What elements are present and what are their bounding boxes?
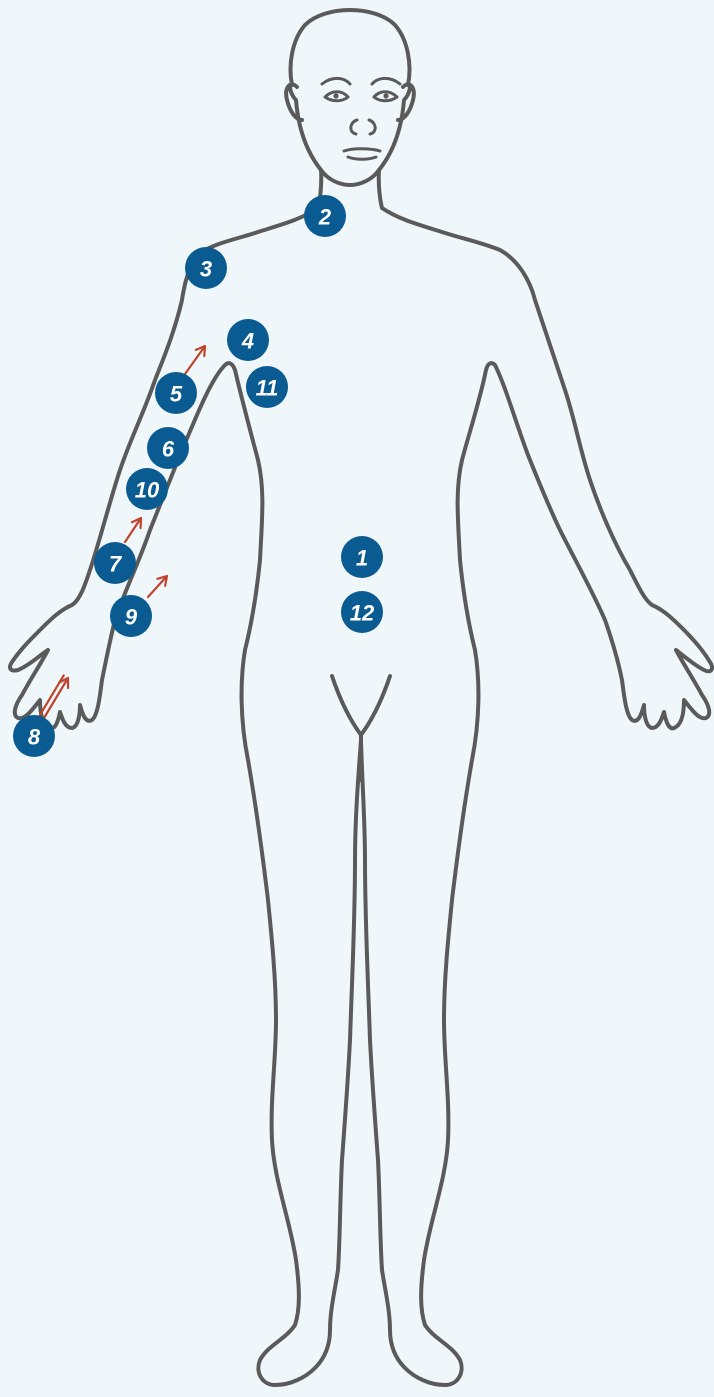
mouth xyxy=(344,149,380,160)
body-outline xyxy=(10,10,712,1385)
marker-8: 8 xyxy=(13,715,55,757)
arrow-up-right xyxy=(40,675,68,718)
marker-6: 6 xyxy=(147,427,189,469)
marker-10: 10 xyxy=(126,468,168,510)
marker-label: 3 xyxy=(200,257,212,282)
marker-label: 12 xyxy=(350,601,375,626)
marker-12: 12 xyxy=(341,591,383,633)
left-body-outline xyxy=(10,170,361,1385)
marker-label: 8 xyxy=(28,725,41,750)
right-brow xyxy=(372,78,400,84)
marker-3: 3 xyxy=(185,247,227,289)
marker-label: 7 xyxy=(109,552,123,577)
nose xyxy=(351,120,375,134)
left-brow xyxy=(322,78,350,84)
right-pupil xyxy=(383,93,388,98)
arrow-up-right xyxy=(148,576,167,597)
marker-label: 6 xyxy=(162,437,175,462)
marker-label: 5 xyxy=(170,382,183,407)
marker-label: 11 xyxy=(256,376,279,401)
marker-11: 11 xyxy=(246,366,288,408)
arrow-up-right xyxy=(185,346,205,374)
face xyxy=(322,78,400,159)
marker-label: 2 xyxy=(318,205,332,230)
marker-7: 7 xyxy=(94,542,136,584)
arrow-up-right xyxy=(125,518,141,542)
groin-line xyxy=(332,676,390,735)
marker-1: 1 xyxy=(341,536,383,578)
marker-label: 1 xyxy=(356,546,368,571)
marker-5: 5 xyxy=(155,372,197,414)
marker-label: 4 xyxy=(241,329,254,354)
marker-label: 10 xyxy=(135,478,160,503)
marker-4: 4 xyxy=(227,319,269,361)
marker-9: 9 xyxy=(110,595,152,637)
left-pupil xyxy=(333,93,338,98)
marker-label: 9 xyxy=(125,605,138,630)
right-body-outline xyxy=(361,170,712,1385)
marker-2: 2 xyxy=(304,195,346,237)
